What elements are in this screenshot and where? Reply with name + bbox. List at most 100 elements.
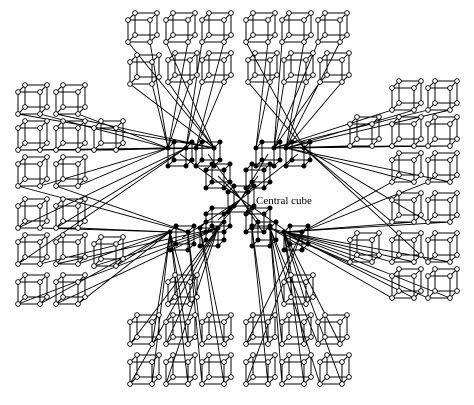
peripheral-cube	[425, 266, 460, 301]
cube-vertex	[447, 121, 453, 127]
cube-vertex	[272, 10, 278, 16]
cube-vertex	[53, 183, 59, 189]
cube-vertex	[432, 230, 438, 236]
peripheral-cube	[389, 114, 424, 149]
cube-vertex	[265, 359, 271, 365]
cube-vertex	[228, 352, 234, 358]
peripheral-cube	[15, 154, 50, 189]
intermediate-cube	[283, 139, 313, 169]
cube-vertex	[286, 374, 292, 380]
cube-vertex	[376, 230, 382, 236]
cube-vertex	[167, 247, 173, 253]
cube-vertex	[120, 256, 126, 262]
cube-vertex	[149, 381, 155, 387]
cube-vertex	[75, 161, 81, 167]
cube-vertex	[75, 203, 81, 209]
cube-vertex	[22, 82, 28, 88]
cube-vertex	[170, 312, 176, 318]
cube-vertex	[206, 72, 212, 78]
cube-vertex	[396, 288, 402, 294]
cube-vertex	[193, 163, 199, 169]
cube-vertex	[396, 150, 402, 156]
cube-vertex	[167, 229, 173, 235]
intermediate-cube	[281, 223, 311, 253]
intermediate-cube	[253, 139, 283, 169]
cube-vertex	[303, 79, 309, 85]
cube-vertex	[172, 272, 178, 278]
cube-vertex	[389, 121, 395, 127]
cube-vertex	[206, 352, 212, 358]
cube-vertex	[418, 78, 424, 84]
cube-vertex	[170, 352, 176, 358]
cube-vertex	[274, 72, 280, 78]
cube-vertex	[411, 219, 417, 225]
cube-vertex	[265, 341, 271, 347]
cube-vertex	[250, 374, 256, 380]
cube-vertex	[82, 82, 88, 88]
cube-vertex	[259, 139, 265, 145]
cube-vertex	[310, 272, 316, 278]
link-edge	[77, 227, 171, 233]
cube-vertex	[185, 247, 191, 253]
cube-vertex	[75, 225, 81, 231]
cube-vertex	[418, 288, 424, 294]
cube-vertex	[44, 254, 50, 260]
cube-vertex	[37, 301, 43, 307]
peripheral-cube	[163, 352, 198, 387]
cube-vertex	[37, 203, 43, 209]
cube-vertex	[418, 230, 424, 236]
cube-vertex	[418, 252, 424, 258]
cube-vertex	[203, 211, 209, 217]
cube-vertex	[281, 79, 287, 85]
cube-vertex	[389, 85, 395, 91]
cube-vertex	[389, 107, 395, 113]
cube-vertex	[250, 334, 256, 340]
peripheral-cube	[425, 78, 460, 113]
cube-vertex	[272, 374, 278, 380]
cube-vertex	[447, 237, 453, 243]
cube-vertex	[281, 247, 287, 253]
cube-vertex	[272, 352, 278, 358]
link-edge	[245, 231, 303, 385]
cube-vertex	[228, 334, 234, 340]
cube-vertex	[267, 161, 273, 167]
cube-vertex	[272, 312, 278, 318]
cube-vertex	[411, 85, 417, 91]
cube-vertex	[337, 17, 343, 23]
link-edge	[247, 81, 305, 149]
link-edge	[251, 227, 269, 345]
cube-vertex	[347, 143, 353, 149]
cube-vertex	[344, 312, 350, 318]
peripheral-cube	[389, 266, 424, 301]
cube-vertex	[299, 229, 305, 235]
cube-vertex	[163, 341, 169, 347]
cube-vertex	[281, 279, 287, 285]
cube-vertex	[44, 176, 50, 182]
peripheral-cube	[163, 312, 198, 347]
cube-vertex	[281, 57, 287, 63]
cube-vertex	[322, 32, 328, 38]
cube-vertex	[82, 272, 88, 278]
cube-vertex	[134, 334, 140, 340]
peripheral-cube	[53, 154, 88, 189]
cube-vertex	[389, 237, 395, 243]
peripheral-cube	[389, 190, 424, 225]
cube-vertex	[199, 359, 205, 365]
cube-vertex	[185, 381, 191, 387]
link-edge	[273, 41, 283, 149]
link-edge	[283, 231, 451, 263]
cube-vertex	[228, 50, 234, 56]
cube-vertex	[221, 359, 227, 365]
cube-vertex	[194, 72, 200, 78]
link-edge	[303, 147, 393, 223]
cube-vertex	[60, 82, 66, 88]
peripheral-cube	[15, 196, 50, 231]
cube-vertex	[170, 334, 176, 340]
cube-vertex	[15, 225, 21, 231]
cube-vertex	[279, 381, 285, 387]
link-edge	[255, 81, 271, 149]
intermediate-cube	[203, 161, 233, 191]
cube-vertex	[411, 121, 417, 127]
cube-vertex	[243, 341, 249, 347]
cube-vertex	[156, 52, 162, 58]
